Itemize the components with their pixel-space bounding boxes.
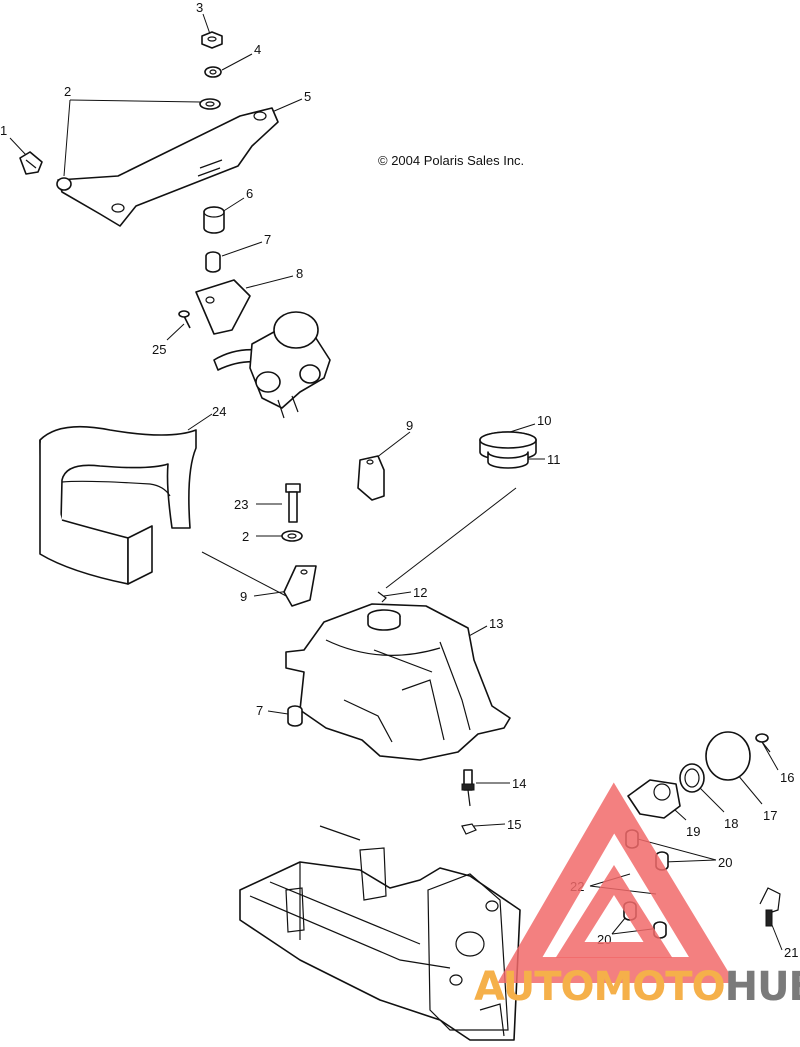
callout-17: 17 <box>763 808 777 823</box>
part-washer-2-top <box>199 98 221 110</box>
callout-6: 6 <box>246 186 253 201</box>
callout-11: 11 <box>547 452 561 467</box>
callout-3: 3 <box>196 0 203 15</box>
callout-10: 10 <box>537 413 551 428</box>
callout-7: 7 <box>264 232 271 247</box>
callout-24: 24 <box>212 404 226 419</box>
part-grommet-6 <box>203 206 225 234</box>
callout-23: 23 <box>234 497 248 512</box>
part-washer-2-mid <box>281 530 303 542</box>
part-pump-19 <box>627 779 681 819</box>
part-cap-10 <box>479 431 537 469</box>
callout-15: 15 <box>507 817 521 832</box>
watermark-triangle-icon <box>497 782 736 983</box>
part-fuel-tank-13 <box>285 603 511 761</box>
part-washer-4 <box>204 66 222 78</box>
watermark-logo: AUTOMOTOHUB <box>474 782 800 1010</box>
callout-8: 8 <box>296 266 303 281</box>
part-spacer-7-top <box>205 251 221 273</box>
watermark-text-part1: AUTOMOTO <box>474 964 725 1010</box>
callout-4: 4 <box>254 42 261 57</box>
watermark-inner-triangle-icon <box>555 864 673 958</box>
part-air-box-24 <box>39 425 197 585</box>
copyright-text: © 2004 Polaris Sales Inc. <box>378 153 524 168</box>
callout-21: 21 <box>784 945 798 960</box>
callout-labels: 1 2 2 3 4 5 6 7 7 8 9 9 10 11 12 13 14 1… <box>0 0 798 960</box>
part-clip-12 <box>377 591 387 603</box>
callout-16: 16 <box>780 770 794 785</box>
callout-2: 2 <box>242 529 249 544</box>
callout-20: 20 <box>718 855 732 870</box>
part-clamp-15 <box>461 823 477 835</box>
part-carburetor-8 <box>195 279 331 419</box>
part-spacer-7-lower <box>287 705 303 727</box>
callout-25: 25 <box>152 342 166 357</box>
part-screw-25 <box>178 310 191 329</box>
part-nut-3 <box>201 31 223 49</box>
callout-7: 7 <box>256 703 263 718</box>
callout-13: 13 <box>489 616 503 631</box>
callout-14: 14 <box>512 776 526 791</box>
watermark-text-part2: HUB <box>725 964 800 1010</box>
part-bolt-1 <box>19 151 43 175</box>
callout-2: 2 <box>64 84 71 99</box>
part-cover-17 <box>705 731 751 781</box>
part-frame <box>239 825 521 1041</box>
part-gasket-18 <box>679 763 705 793</box>
callout-18: 18 <box>724 816 738 831</box>
callout-19: 19 <box>686 824 700 839</box>
part-bracket-5 <box>56 107 279 227</box>
part-harness-21 <box>759 887 781 927</box>
watermark-text: AUTOMOTOHUB <box>474 964 800 1010</box>
callout-9: 9 <box>406 418 413 433</box>
part-bolt-23 <box>285 483 301 523</box>
part-petcock-14 <box>461 769 475 807</box>
callout-1: 1 <box>0 123 7 138</box>
callout-9: 9 <box>240 589 247 604</box>
callout-5: 5 <box>304 89 311 104</box>
part-bolt-16 <box>755 733 771 753</box>
part-bracket-9-top <box>357 455 385 501</box>
part-bracket-9-lower <box>283 565 317 607</box>
callout-12: 12 <box>413 585 427 600</box>
